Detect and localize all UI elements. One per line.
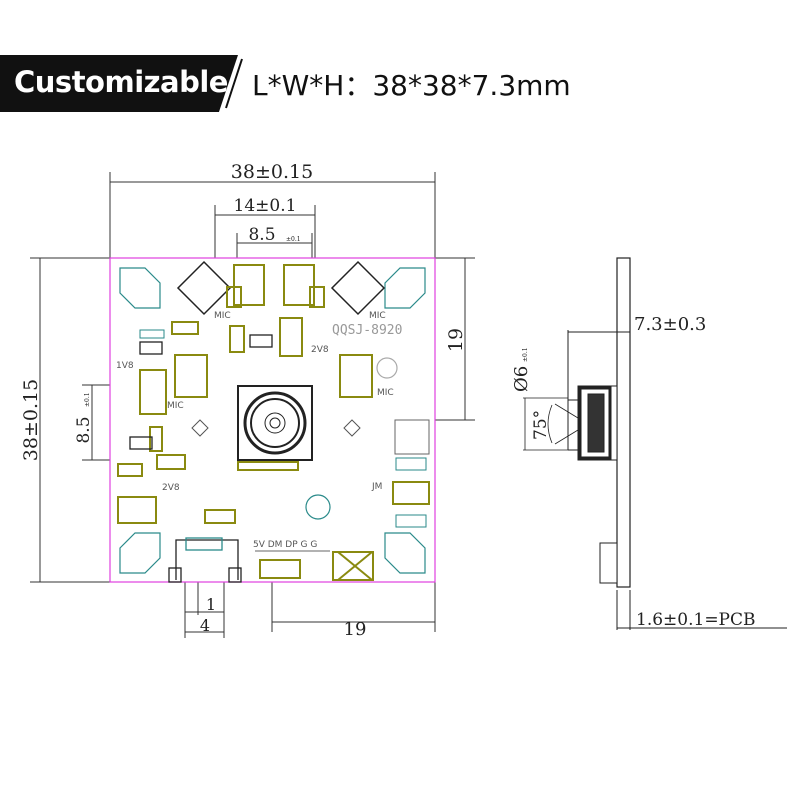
side-view: 7.3±0.3 Ø6 ±0.1 75° 1.6±0.1=PCB bbox=[511, 257, 787, 630]
silk-mic-3: MIC bbox=[167, 401, 184, 411]
sensor-width-tol: ±0.1 bbox=[286, 236, 301, 243]
pcb-top-view: MIC MIC MIC MIC 1V8 2V8 2V8 JM 5V DM DP … bbox=[109, 257, 436, 583]
customizable-badge: Customizable bbox=[0, 55, 238, 112]
usb-width-label: 4 bbox=[200, 616, 210, 635]
sensor-width-label: 8.5 bbox=[248, 225, 275, 245]
usb-pin-label: 1 bbox=[206, 595, 216, 614]
silk-2v8-2: 2V8 bbox=[162, 483, 180, 493]
usb-connector-side bbox=[599, 542, 618, 584]
badge-label: Customizable bbox=[14, 65, 228, 99]
right-offset-label: 19 bbox=[445, 328, 467, 352]
silk-mic-2: MIC bbox=[369, 311, 386, 321]
mounting-pads bbox=[119, 267, 426, 574]
camera-sensor bbox=[237, 385, 313, 461]
side-height-label: 7.3±0.3 bbox=[634, 314, 706, 335]
pcb-thickness-label: 1.6±0.1=PCB bbox=[636, 610, 756, 630]
silk-mic-1: MIC bbox=[214, 311, 231, 321]
jumper-x-symbol bbox=[332, 551, 374, 581]
bottom-offset-label: 19 bbox=[344, 619, 367, 640]
lens-diameter-tol: ±0.1 bbox=[522, 347, 529, 362]
ic-outlines bbox=[129, 334, 330, 583]
lens-diameter-label: Ø6 bbox=[511, 366, 532, 392]
slash-divider bbox=[225, 58, 243, 109]
left-height-label: 38±0.15 bbox=[20, 379, 42, 461]
top-width-label: 38±0.15 bbox=[231, 161, 313, 183]
mic-spacing-label: 14±0.1 bbox=[234, 196, 297, 216]
component-pads bbox=[117, 264, 430, 579]
silk-usb-pins: 5V DM DP G G bbox=[253, 540, 317, 550]
sensor-height-tol: ±0.1 bbox=[84, 392, 91, 407]
pcb-edge bbox=[616, 257, 631, 588]
mic-footprints bbox=[176, 260, 386, 437]
silk-1v8: 1V8 bbox=[116, 361, 134, 371]
fov-label: 75° bbox=[531, 410, 551, 440]
dimensions-spec: L*W*H：38*38*7.3mm bbox=[252, 69, 571, 102]
lens-side bbox=[523, 330, 787, 630]
sensor-height-label: 8.5 bbox=[74, 416, 94, 443]
silk-jm: JM bbox=[371, 482, 382, 492]
silk-mic-4: MIC bbox=[377, 388, 394, 398]
model-number: QQSJ-8920 bbox=[332, 323, 402, 338]
smd-pads bbox=[139, 329, 430, 528]
silk-2v8-1: 2V8 bbox=[311, 345, 329, 355]
